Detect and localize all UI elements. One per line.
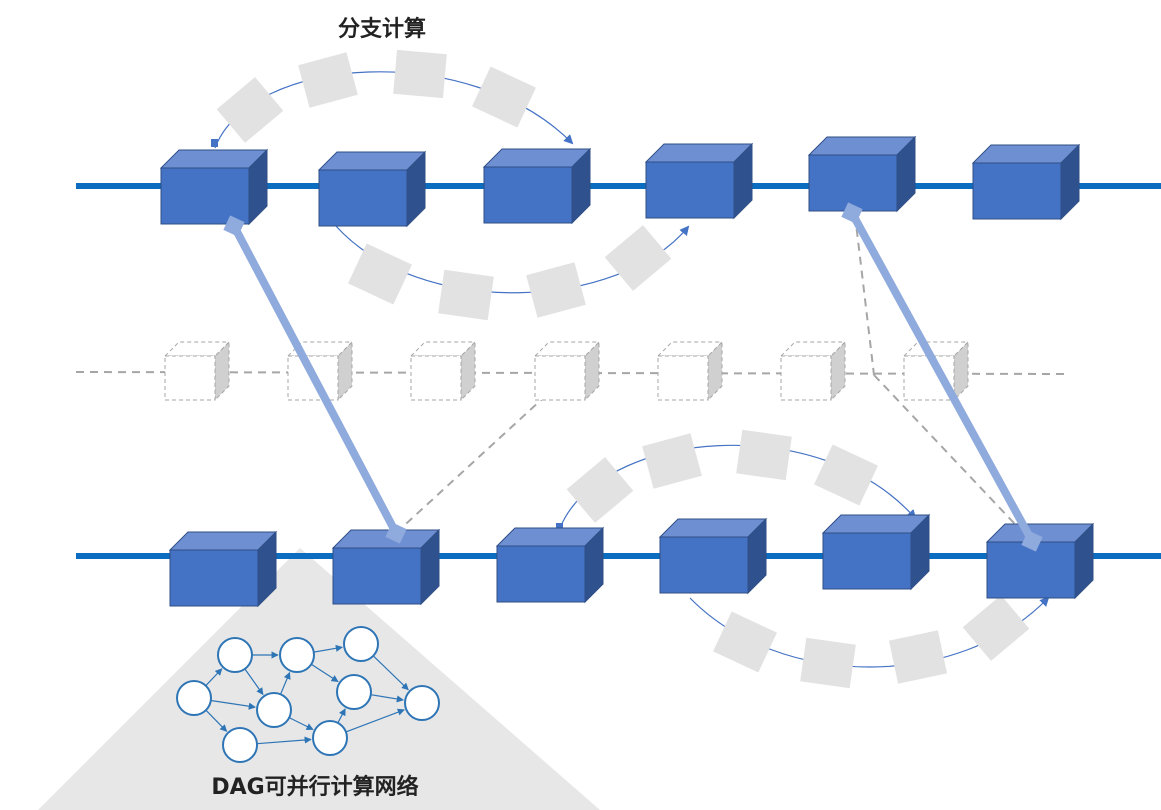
pending-block-icon: [393, 49, 447, 99]
dag-node-icon: [222, 727, 258, 763]
pending-block-icon: [216, 77, 284, 143]
ghost-block-icon: [286, 340, 354, 402]
pending-block-icon: [888, 630, 948, 684]
ghost-block-icon: [656, 340, 724, 402]
block-group: [159, 135, 1095, 608]
dag-edge: [256, 736, 312, 745]
cross-link: [230, 224, 400, 535]
dag-node-icon: [176, 680, 212, 716]
block-icon: [495, 526, 605, 604]
pending-block-icon: [800, 637, 856, 689]
ghost-block-icon: [779, 340, 847, 402]
dashed-link: [395, 377, 566, 534]
title-label: 分支计算: [338, 16, 426, 42]
cross-link: [848, 211, 1036, 543]
pending-block-icon: [526, 262, 586, 318]
pending-block-icon: [713, 611, 777, 673]
block-icon: [807, 135, 917, 213]
dag-label: DAG可并行计算网络: [211, 774, 418, 800]
dag-edge: [210, 699, 256, 710]
dag-edge: [370, 694, 404, 703]
block-icon: [159, 148, 269, 226]
pending-block-icon: [566, 457, 634, 523]
dag-edge: [244, 668, 264, 696]
pending-block-icon: [736, 429, 792, 481]
dag-background-triangle: [38, 548, 600, 810]
block-icon: [644, 142, 754, 220]
link-endpoint: [223, 215, 245, 237]
dag-edge: [280, 671, 291, 695]
dag-node-icon: [343, 626, 379, 662]
ghost-block-icon: [163, 340, 231, 402]
dag-edge: [337, 708, 346, 724]
dag-node-icon: [217, 637, 253, 673]
block-icon: [985, 522, 1095, 600]
dag-edge: [372, 655, 409, 691]
link-endpoint: [385, 522, 407, 544]
dag-edge: [310, 663, 339, 683]
block-icon: [317, 150, 427, 228]
dag-node-icon: [256, 692, 292, 728]
link-endpoint: [841, 202, 863, 224]
ghost-block-icon: [533, 340, 601, 402]
dag-node-icon: [279, 637, 315, 673]
block-icon: [821, 513, 931, 591]
dag-node-icon: [404, 685, 440, 721]
dashed-link: [873, 374, 1031, 541]
dag-edge: [205, 668, 223, 687]
dag-edge: [205, 709, 228, 732]
link-endpoint: [1021, 530, 1043, 552]
dag-node-icon: [336, 674, 372, 710]
pending-block-icon: [814, 444, 878, 506]
arc-start-marker: [556, 523, 563, 530]
pending-block-group: [216, 49, 1030, 689]
dag-edge: [288, 717, 314, 731]
block-icon: [168, 530, 278, 608]
pending-block-icon: [472, 66, 536, 128]
block-icon: [658, 517, 768, 595]
pending-block-icon: [348, 243, 412, 305]
block-icon: [971, 143, 1081, 221]
dag-edge: [313, 644, 343, 653]
pending-block-icon: [604, 225, 672, 291]
pending-block-icon: [962, 595, 1030, 661]
ghost-block-icon: [409, 340, 477, 402]
ghost-block-row: [163, 340, 970, 402]
block-icon: [331, 528, 441, 606]
dag-edge: [345, 708, 405, 733]
block-icon: [482, 147, 592, 225]
pending-block-icon: [298, 52, 358, 108]
dag-node-icon: [312, 720, 348, 756]
dag-network: [176, 626, 440, 763]
pending-block-icon: [642, 433, 702, 489]
arc-start-marker: [211, 139, 218, 147]
pending-block-icon: [438, 269, 494, 321]
